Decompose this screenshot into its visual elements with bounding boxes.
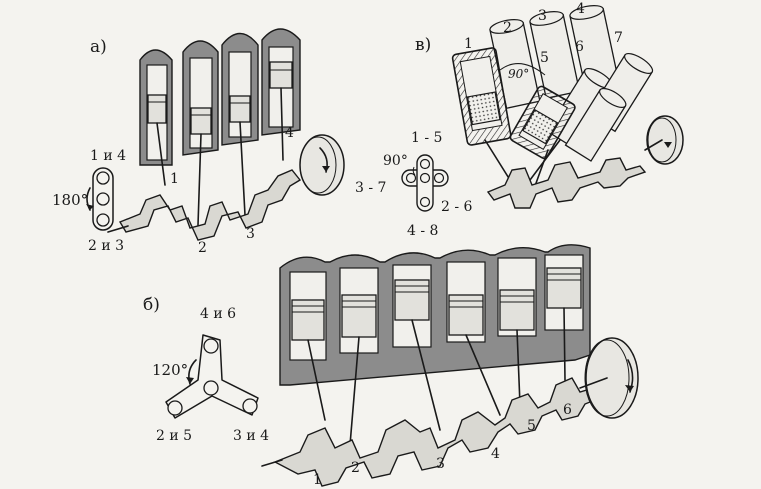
panel-c-cyl-1: 1	[464, 36, 473, 52]
panel-a-cylinder-block	[139, 28, 301, 166]
panel-b-cyl-5: 5	[527, 418, 536, 434]
panel-b-cylinder-block	[279, 244, 591, 386]
panel-c-label: в)	[415, 35, 431, 55]
panel-b-engine: б) 120° 4 и 6 2 и 5 3 и 4 1 2 3 4 5 6	[143, 244, 639, 488]
panel-a-cyl-3: 3	[246, 226, 255, 242]
panel-c-crankshaft	[486, 157, 647, 209]
panel-a-label: а)	[90, 37, 107, 57]
panel-c-angle-banks: 90°	[508, 67, 529, 81]
panel-c-throw-top: 1 - 5	[411, 130, 442, 146]
panel-c-flywheel	[644, 115, 684, 165]
panel-b-flywheel	[579, 337, 639, 419]
panel-a-flywheel	[299, 134, 345, 196]
panel-c-cyl-2: 2	[503, 20, 512, 36]
panel-c-throw-right: 2 - 6	[441, 199, 473, 215]
panel-b-crank-throw-diagram	[165, 334, 259, 419]
panel-c-throw-left: 3 - 7	[355, 180, 386, 196]
panel-b-angle: 120°	[152, 361, 188, 379]
panel-b-cyl-4: 4	[491, 446, 500, 462]
panel-c-cyl-6: 6	[575, 39, 584, 55]
panel-c-cyl-7: 7	[614, 30, 623, 46]
panel-a-cyl-1: 1	[170, 171, 179, 187]
panel-c-angle-star: 90°	[383, 153, 408, 169]
panel-b-cyl-3: 3	[436, 456, 445, 472]
panel-b-cyl-2: 2	[351, 460, 360, 476]
panel-b-crankshaft	[261, 377, 606, 487]
panel-a-crank-throw-diagram	[86, 167, 114, 231]
panel-a-angle: 180°	[52, 191, 88, 209]
panel-b-throw-left: 2 и 5	[156, 428, 192, 444]
panel-c-cyl-5: 5	[540, 50, 549, 66]
panel-b-cyl-1: 1	[313, 472, 322, 488]
panel-b-throw-top: 4 и 6	[200, 306, 236, 322]
panel-a-cyl-2: 2	[198, 240, 207, 256]
panel-c-crank-throw-diagram	[401, 154, 449, 212]
panel-c-engine: в) 90° 90° 1 - 5 3 - 7 2 - 6 4 - 8 1 2 3…	[355, 1, 684, 239]
panel-a-crankshaft	[107, 169, 302, 241]
panel-a-throw-bottom: 2 и 3	[88, 238, 124, 254]
panel-c-connecting-rods	[484, 139, 561, 187]
panel-c-cylinder-bank	[451, 5, 654, 162]
panel-a-connecting-rods	[156, 87, 284, 226]
panel-b-cyl-6: 6	[563, 402, 572, 418]
panel-a-throw-top: 1 и 4	[90, 148, 126, 164]
panel-b-label: б)	[143, 295, 160, 315]
panel-a-engine: а) 180° 1 и 4 2 и 3 1 2 3 4	[52, 28, 345, 256]
panel-a-cyl-4: 4	[285, 125, 294, 141]
panel-c-cyl-3: 3	[538, 8, 547, 24]
panel-c-throw-bottom: 4 - 8	[407, 223, 438, 239]
panel-c-cyl-4: 4	[576, 1, 585, 17]
panel-b-throw-right: 3 и 4	[233, 428, 269, 444]
panel-b-connecting-rods	[307, 307, 566, 446]
